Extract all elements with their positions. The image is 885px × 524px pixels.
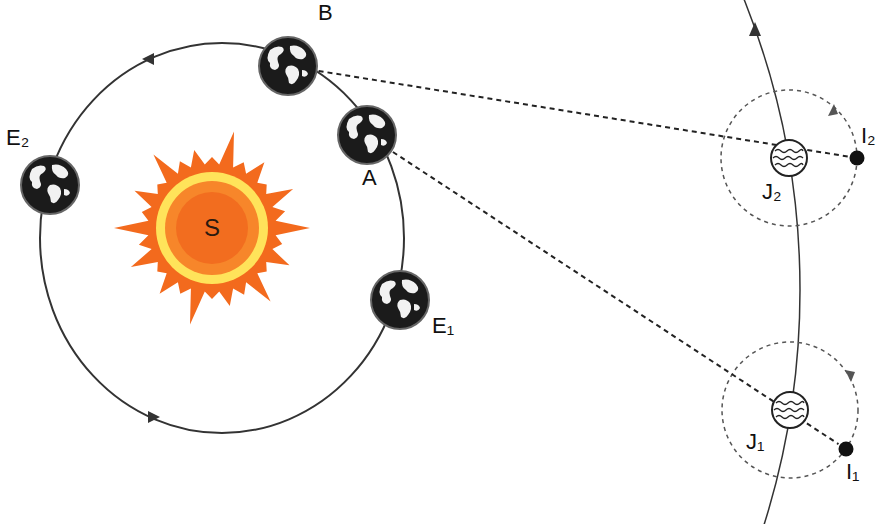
io-moon: I₁ (838, 441, 854, 457)
orbit-arrow (845, 370, 855, 382)
position-label: E₁ (432, 314, 454, 338)
io-moon: I₂ (849, 150, 865, 166)
io-orbit (722, 342, 858, 478)
earth-globe-shape (20, 155, 80, 215)
earth-globe: A (337, 105, 397, 165)
earth-globe: B (258, 36, 318, 96)
sight-line (319, 71, 849, 157)
position-label: E₂ (6, 126, 29, 150)
io-orbit (721, 90, 857, 226)
orbit-arrow (828, 104, 838, 116)
orbit-arrow (142, 53, 154, 65)
earth-globe-shape (258, 36, 318, 96)
io-moon-shape (838, 441, 854, 457)
position-label: J₁ (746, 430, 764, 454)
io-moon-shape (849, 150, 865, 166)
jupiter-planet: J₂ (769, 138, 809, 178)
sun-label: S (204, 215, 220, 241)
earth-globe: E₁ (370, 270, 430, 330)
earth-globe-shape (370, 270, 430, 330)
sun: S (112, 128, 312, 328)
jupiter-orbit (0, 0, 800, 524)
jupiter-planet: J₁ (770, 390, 810, 430)
orbit-arrow (749, 22, 761, 36)
position-label: I₁ (846, 460, 860, 484)
earth-globe-shape (337, 105, 397, 165)
orbit-arrow (148, 411, 160, 423)
position-label: A (362, 166, 377, 190)
jupiter-planet-shape (770, 390, 810, 430)
position-label: I₂ (861, 124, 876, 148)
position-label: J₂ (762, 180, 782, 204)
position-label: B (318, 1, 333, 25)
jupiter-planet-shape (769, 138, 809, 178)
sight-line (393, 152, 839, 444)
earth-orbit (40, 43, 404, 433)
earth-globe: E₂ (20, 155, 80, 215)
